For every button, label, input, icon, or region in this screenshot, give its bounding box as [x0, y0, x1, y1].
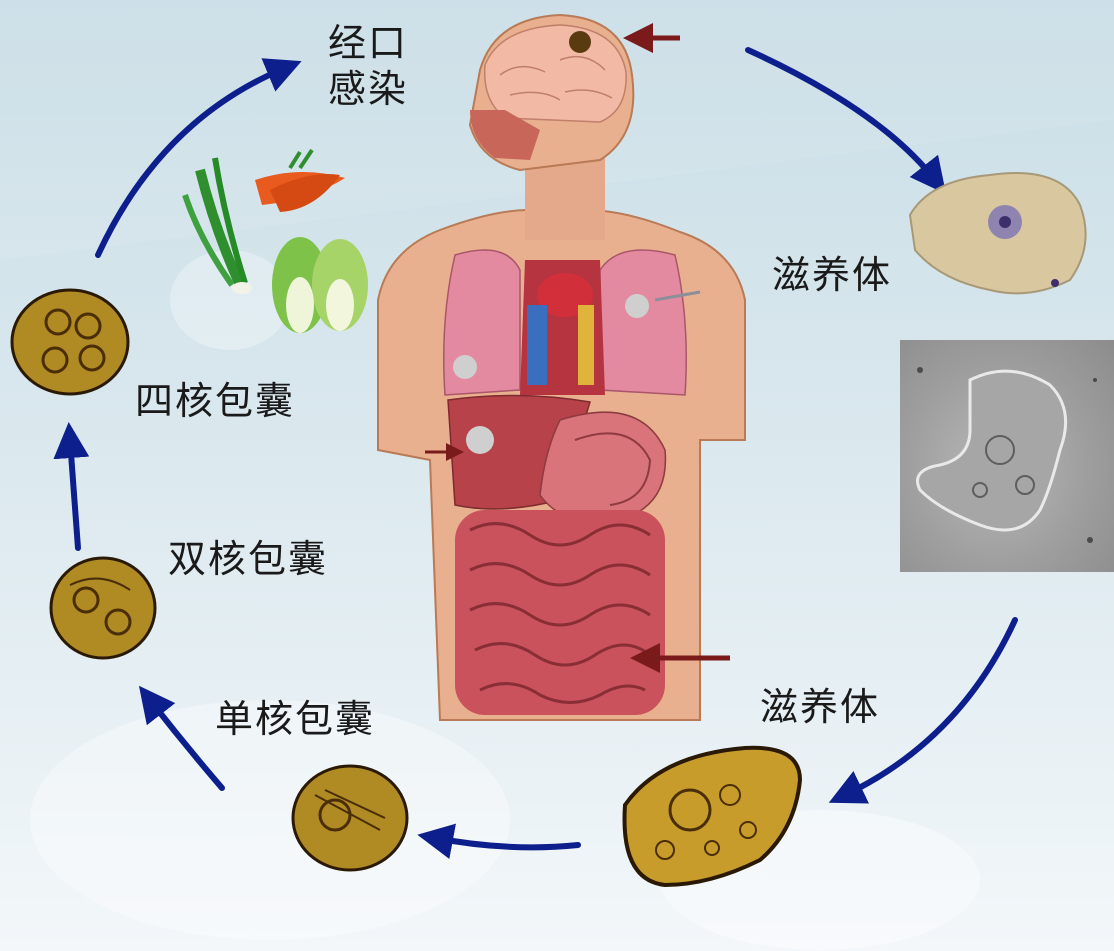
quadrinucleate-cyst-label: 四核包囊 — [135, 378, 295, 424]
uninucleate-cyst-icon — [293, 766, 407, 870]
trophozoite-label-bottom: 滋养体 — [760, 684, 880, 730]
trophozoite-micrograph-icon — [910, 173, 1086, 293]
binucleate-cyst-label: 双核包囊 — [168, 536, 328, 582]
quadrinucleate-cyst-icon — [12, 290, 128, 394]
uninucleate-cyst-label: 单核包囊 — [215, 696, 375, 742]
microscope-photo — [900, 340, 1114, 572]
binucleate-cyst-icon — [51, 558, 155, 658]
oral-infection-label: 经口感染 — [328, 20, 420, 112]
trophozoite-label-top: 滋养体 — [772, 252, 892, 298]
trophozoite-drawn-icon — [625, 748, 801, 885]
